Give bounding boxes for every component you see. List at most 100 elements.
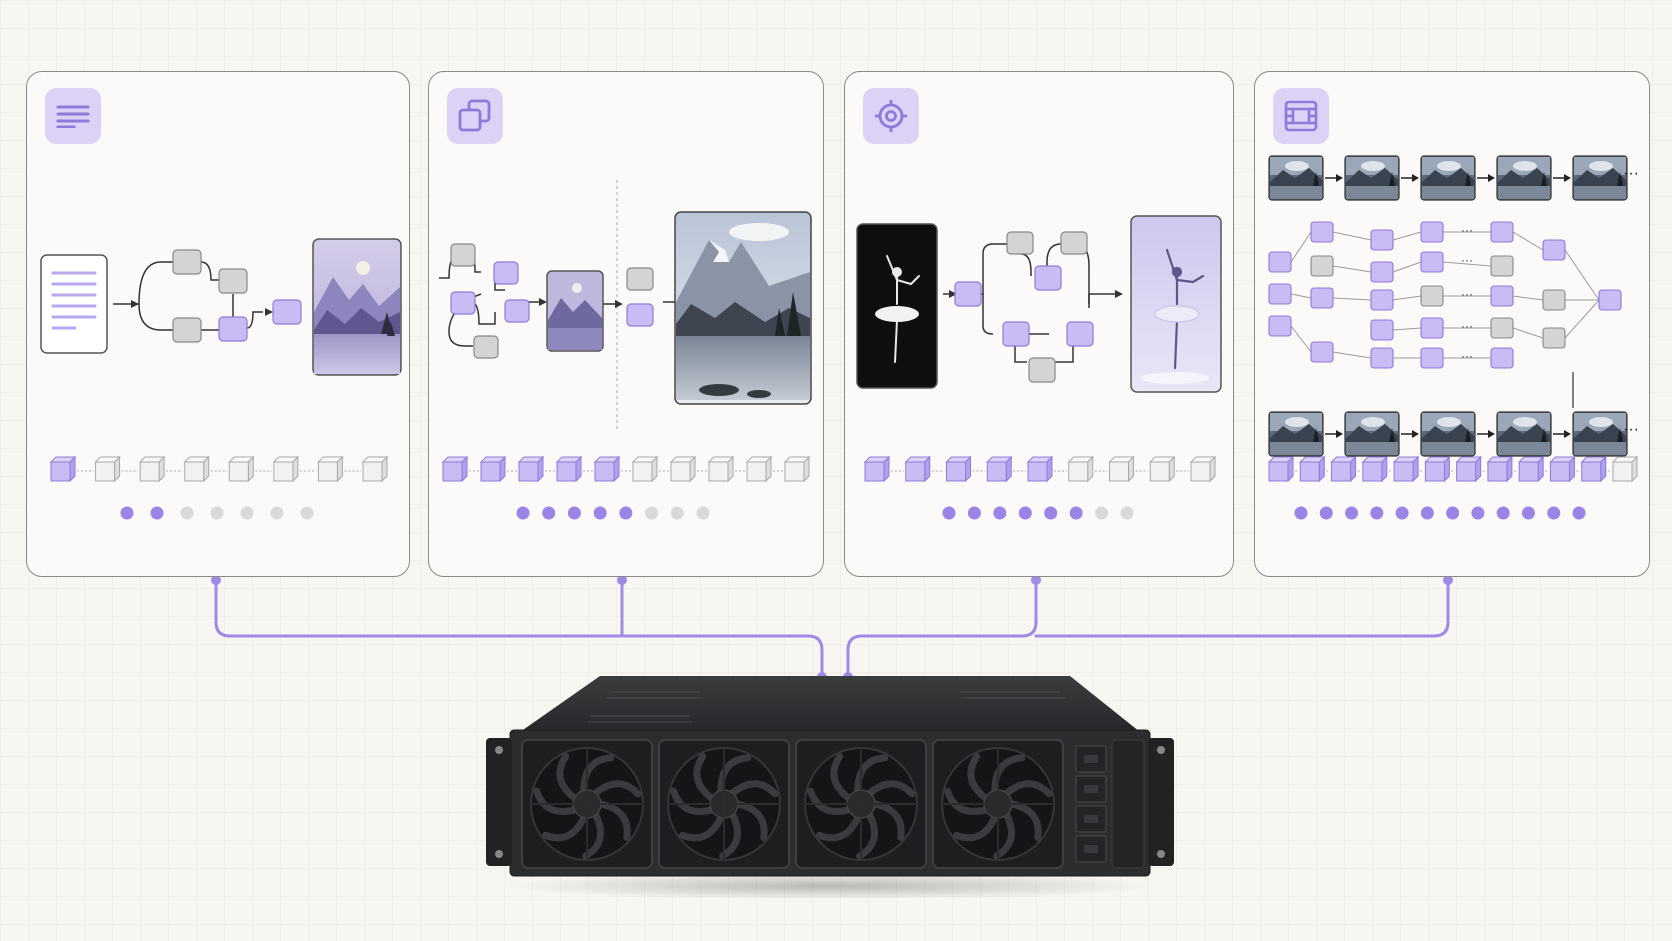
pose-reference-image: [856, 223, 938, 389]
pipeline-node: [1370, 319, 1394, 341]
pipeline-node: [1542, 289, 1566, 311]
progress-dot: [516, 506, 530, 520]
pipeline-node: [1370, 347, 1394, 369]
token-block: [1517, 455, 1545, 483]
progress-dot: [180, 506, 194, 520]
pipeline-node: [1370, 289, 1394, 311]
token-block: [361, 455, 389, 483]
pipeline-node: [1490, 221, 1514, 243]
video-frame: [1572, 411, 1628, 457]
rack-server: [486, 676, 1174, 898]
pipeline-node: [1310, 255, 1334, 277]
pipeline-node: [1490, 255, 1514, 277]
progress-dot: [210, 506, 224, 520]
text-lines-icon: [45, 88, 101, 144]
progress-dot: [942, 506, 956, 520]
token-block: [517, 455, 545, 483]
token-block: [745, 455, 773, 483]
token-block: [317, 455, 344, 483]
graph-ellipsis: ···: [1461, 253, 1473, 267]
text-document: [40, 254, 108, 354]
token-block: [1549, 455, 1576, 483]
token-block: [863, 455, 891, 483]
progress-dot: [967, 506, 981, 520]
progress-dot: [567, 506, 581, 520]
token-block: [593, 455, 621, 483]
token-block: [1392, 455, 1420, 483]
progress-dot: [542, 506, 556, 520]
panel-pose-guided: [844, 71, 1234, 577]
connector-panel-4: [1034, 578, 1450, 638]
token-block: [1299, 455, 1326, 483]
token-block: [94, 455, 121, 483]
progress-dot: [619, 506, 633, 520]
progress-dot: [1547, 506, 1561, 520]
token-block: [479, 455, 507, 483]
server-fan: [932, 739, 1064, 869]
progress-dot: [670, 506, 684, 520]
video-frame: [1496, 155, 1552, 201]
pipeline-node: [1268, 315, 1292, 337]
token-block: [183, 455, 210, 483]
progress-dot: [1370, 506, 1384, 520]
token-block: [631, 455, 659, 483]
progress-dot: [1471, 506, 1485, 520]
drive-bay: [1075, 745, 1107, 773]
video-frame: [1572, 155, 1628, 201]
token-block: [1424, 455, 1451, 483]
token-block: [1361, 455, 1389, 483]
video-frame: [1420, 411, 1476, 457]
pipeline-node: [1490, 347, 1514, 369]
progress-dot: [1294, 506, 1308, 520]
token-block: [1067, 455, 1094, 483]
progress-dot: [1572, 506, 1586, 520]
pipeline-node: [1310, 221, 1334, 243]
graph-ellipsis: ···: [1461, 319, 1473, 333]
token-block: [986, 455, 1013, 483]
token-block: [1611, 455, 1639, 483]
progress-dot: [1496, 506, 1510, 520]
progress-dot: [645, 506, 659, 520]
drive-bay: [1075, 775, 1107, 803]
pipeline-node: [1420, 221, 1444, 243]
token-block: [1189, 455, 1217, 483]
token-block: [1330, 455, 1357, 483]
pipeline-node: [1420, 251, 1444, 273]
pipeline-node: [1490, 285, 1514, 307]
video-frames-input: [1268, 155, 1628, 201]
token-block: [1149, 455, 1176, 483]
token-block: [1108, 455, 1135, 483]
token-block: [272, 455, 300, 483]
server-side-panel: [1111, 739, 1145, 869]
progress-dot: [1069, 506, 1083, 520]
graph-ellipsis: ···: [1461, 287, 1473, 301]
token-block: [138, 455, 166, 483]
video-frame: [1268, 155, 1324, 201]
pipeline-node: [1420, 347, 1444, 369]
token-block: [228, 455, 255, 483]
source-image-thumbnail: [546, 270, 604, 352]
video-frame: [1344, 411, 1400, 457]
rack-ear-left: [486, 738, 512, 866]
film-icon: [1273, 88, 1329, 144]
token-block: [1267, 455, 1295, 483]
token-block: [1026, 455, 1054, 483]
video-pipeline-graph: ···············: [1268, 221, 1622, 408]
progress-dot: [1395, 506, 1409, 520]
progress-dot: [1420, 506, 1434, 520]
video-frame: [1344, 155, 1400, 201]
server-fan: [795, 739, 927, 869]
pipeline-node: [1268, 251, 1292, 273]
token-block: [1580, 455, 1607, 483]
connector-panel-1: [214, 578, 824, 678]
pipeline-node: [1542, 239, 1566, 261]
progress-dot: [1345, 506, 1359, 520]
pipeline-node: [1310, 341, 1334, 363]
token-block: [945, 455, 972, 483]
progress-dot: [300, 506, 314, 520]
progress-dot: [593, 506, 607, 520]
pipeline-node: [172, 249, 302, 343]
generated-dancer-image: [1130, 215, 1222, 393]
token-block: [555, 455, 583, 483]
progress-dot: [993, 506, 1007, 520]
